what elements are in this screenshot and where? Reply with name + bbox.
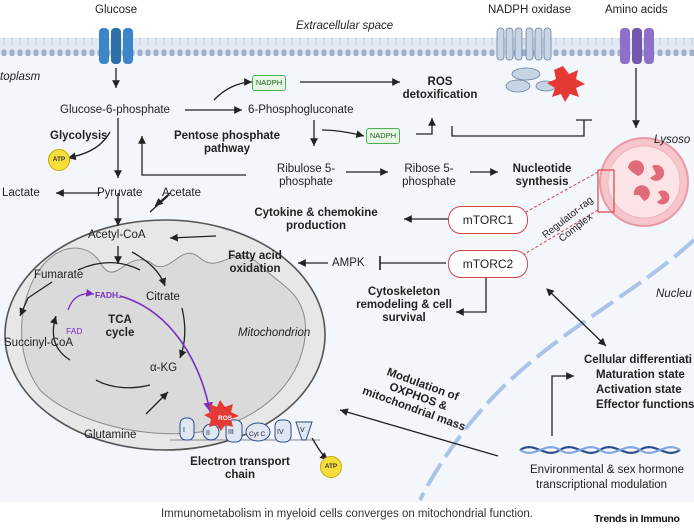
complex-iv-label: IV <box>277 429 284 436</box>
glutamine-label: Glutamine <box>84 429 137 441</box>
nadph-oxidase-icon <box>496 27 585 102</box>
acetyl-coa-label: Acetyl-CoA <box>88 229 146 241</box>
fumarate-label: Fumarate <box>34 269 84 281</box>
ribulose-label: Ribulose 5-phosphate <box>276 163 336 188</box>
etc-label: Electron transport chain <box>190 456 290 481</box>
effector-label: Effector functions <box>596 399 694 411</box>
glucose-label: Glucose <box>95 4 138 16</box>
differentiation-label: Cellular differentiati <box>584 354 692 366</box>
cytoskeleton-label: Cytoskeleton remodeling & cell survival <box>356 286 452 324</box>
amino-acids-label: Amino acids <box>605 4 668 16</box>
dna-helix-icon <box>519 446 681 454</box>
ribose-label: Ribose 5-phosphate <box>402 163 456 188</box>
acetate-label: Acetate <box>162 187 201 199</box>
akg-label: α-KG <box>150 362 178 374</box>
mtorc1-node: mTORC1 <box>448 206 528 234</box>
nucleotide-label: Nucleotide synthesis <box>512 163 572 188</box>
atp-etc-icon: ATP <box>320 456 342 478</box>
lysosome-label: Lysoso <box>654 134 691 146</box>
tca-cycle-label: TCA cycle <box>105 314 135 339</box>
complex-i-label: I <box>183 427 185 434</box>
nucleus-label: Nucleu <box>656 288 692 300</box>
citrate-label: Citrate <box>146 291 180 303</box>
mitochondrion-label: Mitochondrion <box>238 327 311 339</box>
pyruvate-label: Pyruvate <box>97 187 143 199</box>
atp-icon: ATP <box>48 149 70 171</box>
cytokine-label: Cytokine & chemokine production <box>254 207 378 232</box>
ppp-label: Pentose phosphate pathway <box>173 130 281 155</box>
lactate-label: Lactate <box>2 187 40 199</box>
complex-ii-label: II <box>206 430 210 437</box>
cytoplasm-label: toplasm <box>0 71 41 83</box>
nuclear-envelope <box>418 238 694 501</box>
complex-iii-label: III <box>228 429 234 436</box>
figure-caption: Immunometabolism in myeloid cells conver… <box>160 508 533 520</box>
maturation-label: Maturation state <box>596 369 685 381</box>
glycolysis-label: Glycolysis <box>50 130 108 142</box>
ros-detox-label: ROS detoxification <box>402 76 478 101</box>
fao-label: Fatty acid oxidation <box>228 250 282 275</box>
nadph-badge-2: NADPH <box>366 128 400 144</box>
transcriptional-label: transcriptional modulation <box>536 479 668 491</box>
amino-acid-transporter-icon <box>620 28 654 64</box>
cyt-c-label: Cyt C <box>249 431 266 438</box>
succinyl-coa-label: Succinyl-CoA <box>4 337 74 349</box>
lysosome-icon <box>599 137 689 227</box>
fadh2-label: FADH₂ <box>95 290 122 300</box>
g6p-label: Glucose-6-phosphate <box>60 104 170 116</box>
ros-burst-icon <box>204 400 239 431</box>
glucose-transporter-icon <box>99 28 133 64</box>
activation-label: Activation state <box>596 384 682 396</box>
nadph-badge: NADPH <box>252 75 286 91</box>
extracellular-label: Extracellular space <box>296 20 394 32</box>
environmental-label: Environmental & sex hormone <box>530 464 685 476</box>
journal-brand: Trends in Immuno <box>594 513 680 525</box>
ros-mito-label: ROS <box>218 415 233 422</box>
mtorc2-node: mTORC2 <box>448 250 528 278</box>
p6g-label: 6-Phosphogluconate <box>248 104 354 116</box>
complex-v-label: V <box>300 427 305 434</box>
fad-label: FAD <box>66 326 83 336</box>
nadph-oxidase-label: NADPH oxidase <box>488 4 572 16</box>
ampk-label: AMPK <box>332 257 365 269</box>
